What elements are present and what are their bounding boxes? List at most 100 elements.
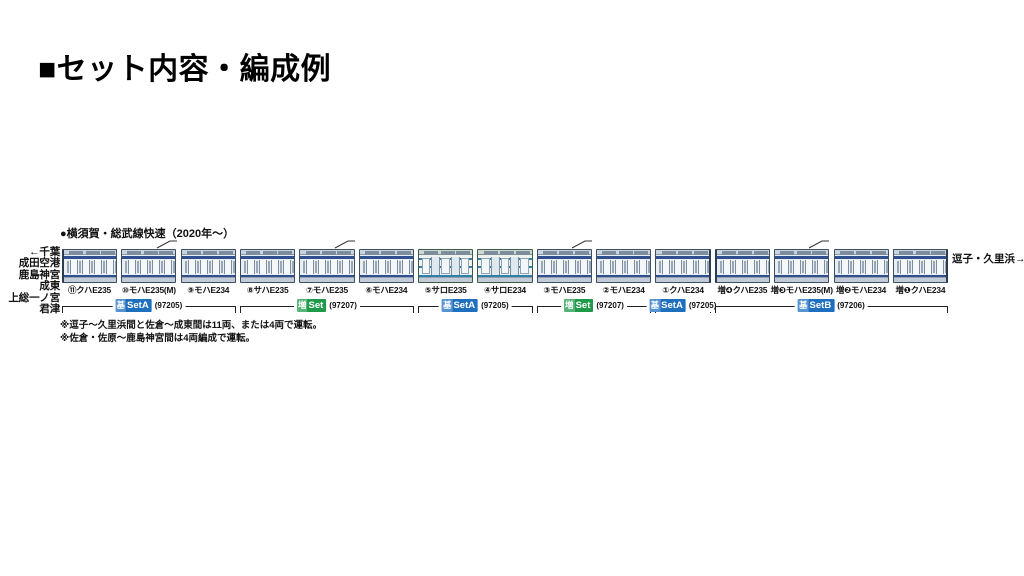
set-badge-name: SetA — [453, 300, 476, 311]
car-side-detail — [599, 260, 651, 274]
car-door — [271, 260, 280, 274]
car-door — [247, 260, 256, 274]
roof-equipment — [693, 250, 708, 255]
car-side-detail — [777, 260, 829, 274]
car-door — [259, 260, 268, 274]
car-door — [911, 260, 920, 274]
car-window — [292, 261, 295, 273]
train-car — [477, 249, 533, 283]
car-window — [460, 258, 470, 274]
car-side-detail — [719, 260, 769, 274]
car-window — [849, 261, 852, 273]
car-window — [826, 261, 829, 273]
car-window — [374, 261, 377, 273]
set-bracket-tick — [531, 306, 533, 313]
car-window — [885, 261, 888, 273]
car-window — [778, 261, 781, 273]
roof-equipment — [322, 250, 337, 255]
destination-label: ←千葉 — [29, 246, 60, 258]
body-stripe-bottom — [300, 274, 354, 277]
set-product-code: (97207) — [596, 301, 624, 310]
destination-label: 鹿島神宮 — [18, 268, 60, 281]
train-car-body — [299, 249, 355, 283]
car-number-label: ④サロE234 — [483, 285, 526, 295]
car-window — [280, 261, 283, 273]
roof-equipment — [278, 250, 293, 255]
roof-equipment — [634, 250, 649, 255]
set-bracket-tick — [418, 306, 420, 313]
car-window — [873, 261, 876, 273]
car-number-label: ⑧サハE235 — [246, 285, 289, 295]
car-door — [852, 260, 861, 274]
car-window — [398, 261, 401, 273]
roof-equipment — [871, 250, 886, 255]
train-car — [655, 249, 711, 283]
car-window — [386, 261, 389, 273]
car-window — [648, 261, 651, 273]
car-underframe — [122, 277, 176, 282]
car-window — [814, 261, 817, 273]
train-car — [121, 240, 177, 283]
car-window — [220, 261, 223, 273]
roof-equipment — [203, 250, 218, 255]
body-stripe-top — [716, 256, 769, 259]
car-window — [103, 261, 105, 273]
car-side-detail — [896, 260, 946, 274]
roof-equipment — [839, 250, 854, 255]
body-stripe-bottom — [716, 274, 769, 277]
car-window — [268, 261, 271, 273]
car-window — [91, 261, 93, 273]
pantograph-icon — [156, 240, 178, 249]
set-product-code: (97205) — [688, 301, 717, 310]
body-stripe-top — [893, 256, 946, 259]
car-door — [389, 260, 398, 274]
train-car-body — [240, 249, 296, 283]
car-window — [683, 261, 686, 273]
car-door — [401, 260, 410, 274]
car-underframe — [181, 277, 235, 282]
car-door — [450, 257, 460, 275]
train-car-body — [655, 249, 711, 283]
car-window — [552, 261, 555, 273]
destination-label: 成東 — [39, 280, 60, 293]
roof-equipment — [262, 250, 277, 255]
roof-equipment — [364, 250, 379, 255]
set-bracket-tick — [234, 306, 236, 313]
train-car-body — [536, 249, 592, 283]
car-side-detail — [184, 260, 235, 274]
car-window — [695, 261, 698, 273]
car-window — [422, 258, 431, 274]
set-badge-kanji: 基 — [115, 299, 127, 312]
train-car — [596, 249, 652, 283]
car-window — [861, 261, 864, 273]
roof-equipment — [424, 250, 439, 255]
car-window — [932, 261, 935, 273]
set-badge-kanji: 増 — [296, 299, 308, 312]
roof-equipment — [246, 250, 261, 255]
set-badge-kanji: 増 — [564, 299, 575, 312]
body-stripe-bottom — [359, 274, 413, 277]
set-product-code: (97206) — [837, 301, 865, 310]
car-door — [722, 260, 731, 274]
car-door — [686, 260, 695, 274]
car-number-label: ①クハE234 — [662, 285, 704, 295]
roof-equipment — [396, 250, 411, 255]
car-door — [342, 260, 351, 274]
car-window — [920, 261, 923, 273]
destination-label: 君津 — [39, 303, 60, 316]
car-window — [410, 261, 413, 273]
car-door — [140, 260, 149, 274]
roof-equipment — [780, 250, 795, 255]
car-underframe — [834, 277, 888, 282]
car-underframe — [300, 277, 354, 282]
car-window — [351, 261, 354, 273]
car-underframe — [359, 277, 413, 282]
set-badge-kanji: 基 — [798, 299, 809, 312]
car-side-detail — [302, 260, 354, 274]
car-number-label: 増❷モハE234 — [835, 285, 887, 295]
